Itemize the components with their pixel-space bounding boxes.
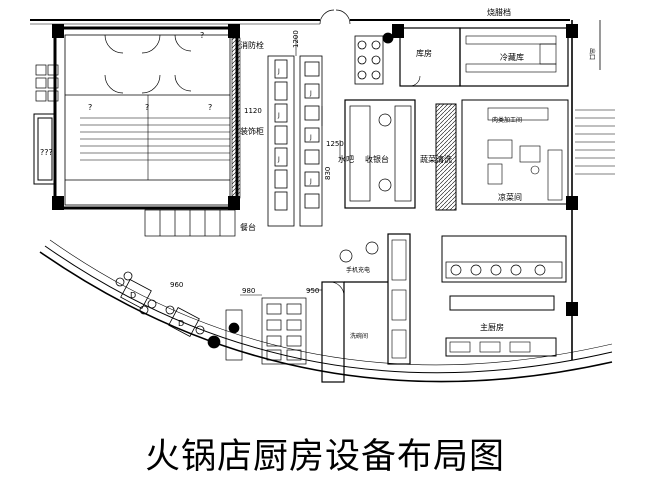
booth-fridge-marks: J J J J J J: [277, 68, 312, 185]
label-warehouse: 库房: [416, 48, 432, 58]
table-d-label-2: D: [178, 319, 184, 328]
dining-tables: [207, 241, 379, 365]
label-cashier: 收银台: [365, 154, 389, 164]
dim-950: 950: [306, 287, 319, 295]
svg-text:J: J: [277, 156, 280, 163]
processing-area: [435, 99, 569, 211]
top-wall: [30, 9, 570, 25]
svg-text:J: J: [309, 90, 312, 97]
left-chairs: [35, 64, 59, 102]
booth-seating: [267, 55, 323, 227]
question-mark-4: ???: [40, 148, 53, 157]
label-cold-dish: 凉菜间: [498, 192, 522, 202]
dishwashing-area: [321, 233, 411, 383]
label-dining-counter: 餐台: [240, 222, 256, 232]
main-kitchen: [441, 235, 567, 357]
d-tables: [115, 271, 205, 338]
svg-text:J: J: [277, 68, 280, 75]
label-veg-washing: 蔬菜清洗: [420, 154, 452, 164]
storage-block: [399, 27, 569, 87]
kitchen-floor-plan: J J J J J J: [30, 7, 615, 383]
label-fire-hydrant: 消防栓: [240, 40, 264, 50]
dimension-lines: [240, 36, 341, 296]
label-exit: 出口: [588, 48, 596, 60]
dim-1200: 1200: [292, 30, 300, 48]
question-mark-2: ?: [145, 103, 149, 112]
label-meat-processing: 肉类加工间: [492, 116, 522, 124]
dim-960: 960: [170, 281, 183, 289]
label-cold-storage: 冷藏库: [500, 52, 524, 62]
table-d-label-1: D: [130, 291, 136, 300]
entrance-seats: [354, 32, 394, 85]
label-phone-charging: 手机充电: [346, 266, 370, 274]
right-stairs: [571, 20, 615, 360]
svg-text:J: J: [309, 134, 312, 141]
curved-outer-wall: [39, 239, 613, 383]
dim-1250: 1250: [326, 140, 344, 148]
left-ledge: [33, 113, 55, 185]
question-mark-3: ?: [208, 103, 212, 112]
question-mark-1: ?: [88, 103, 92, 112]
label-roast-stall: 烧腊档: [487, 7, 511, 17]
structural-columns: [52, 24, 578, 316]
label-decor-cabinet: 装饰柜: [240, 126, 264, 136]
water-bar-counter: [344, 99, 416, 209]
hatched-column: [231, 37, 241, 199]
svg-text:J: J: [277, 112, 280, 119]
dim-830: 830: [324, 167, 332, 180]
label-dishwashing: 洗碗间: [350, 332, 368, 340]
dim-980: 980: [242, 287, 255, 295]
left-stair-block: [53, 26, 239, 210]
label-main-kitchen: 主厨房: [480, 322, 504, 332]
diagram-caption: 火锅店厨房设备布局图: [144, 437, 505, 477]
dim-1120: 1120: [244, 107, 262, 115]
glass-partition: [144, 209, 236, 237]
question-mark-5: ?: [200, 31, 204, 40]
label-water-bar: 水吧: [338, 154, 354, 164]
svg-text:J: J: [309, 178, 312, 185]
